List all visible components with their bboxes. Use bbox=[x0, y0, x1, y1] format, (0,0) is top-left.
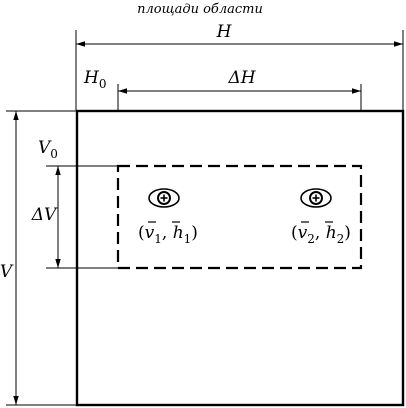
marker-2-open: ( bbox=[291, 223, 298, 243]
marker-1-sep: , bbox=[162, 223, 173, 243]
marker-2-label: (v2, h2) bbox=[291, 223, 351, 246]
inner-subregion bbox=[116, 164, 363, 270]
h-label: H bbox=[216, 22, 233, 42]
marker-1-outer-ellipse bbox=[148, 188, 180, 208]
marker-1-h-sub: 1 bbox=[184, 232, 192, 246]
marker-1-v-sub: 1 bbox=[154, 232, 162, 246]
marker-2-outer-ellipse bbox=[300, 188, 332, 208]
source-marker-2 bbox=[300, 188, 332, 208]
h0-label: H0 bbox=[83, 68, 106, 91]
marker-2-sep: , bbox=[315, 223, 326, 243]
h0-main: H bbox=[83, 68, 100, 88]
v-label: V bbox=[0, 262, 14, 282]
dv-label: ΔV bbox=[31, 205, 58, 225]
v0-subscript: 0 bbox=[50, 147, 58, 161]
marker-1-h: h bbox=[173, 223, 184, 243]
marker-1-close: ) bbox=[191, 223, 198, 243]
marker-1-label: (v1, h1) bbox=[138, 223, 198, 246]
h0-subscript: 0 bbox=[99, 77, 107, 91]
marker-2-v-sub: 2 bbox=[307, 232, 315, 246]
marker-2-close: ) bbox=[344, 223, 351, 243]
marker-2-h-sub: 2 bbox=[337, 232, 345, 246]
source-marker-1 bbox=[148, 188, 180, 208]
outer-region bbox=[75, 109, 405, 407]
dh-label: ΔH bbox=[227, 68, 256, 88]
v0-main: V bbox=[38, 138, 52, 158]
v0-label: V0 bbox=[38, 138, 58, 161]
marker-1-open: ( bbox=[138, 223, 145, 243]
marker-2-h: h bbox=[326, 223, 337, 243]
caption-text: площади области bbox=[137, 2, 263, 17]
marker-2-v: v bbox=[298, 223, 308, 243]
marker-1-v: v bbox=[145, 223, 155, 243]
